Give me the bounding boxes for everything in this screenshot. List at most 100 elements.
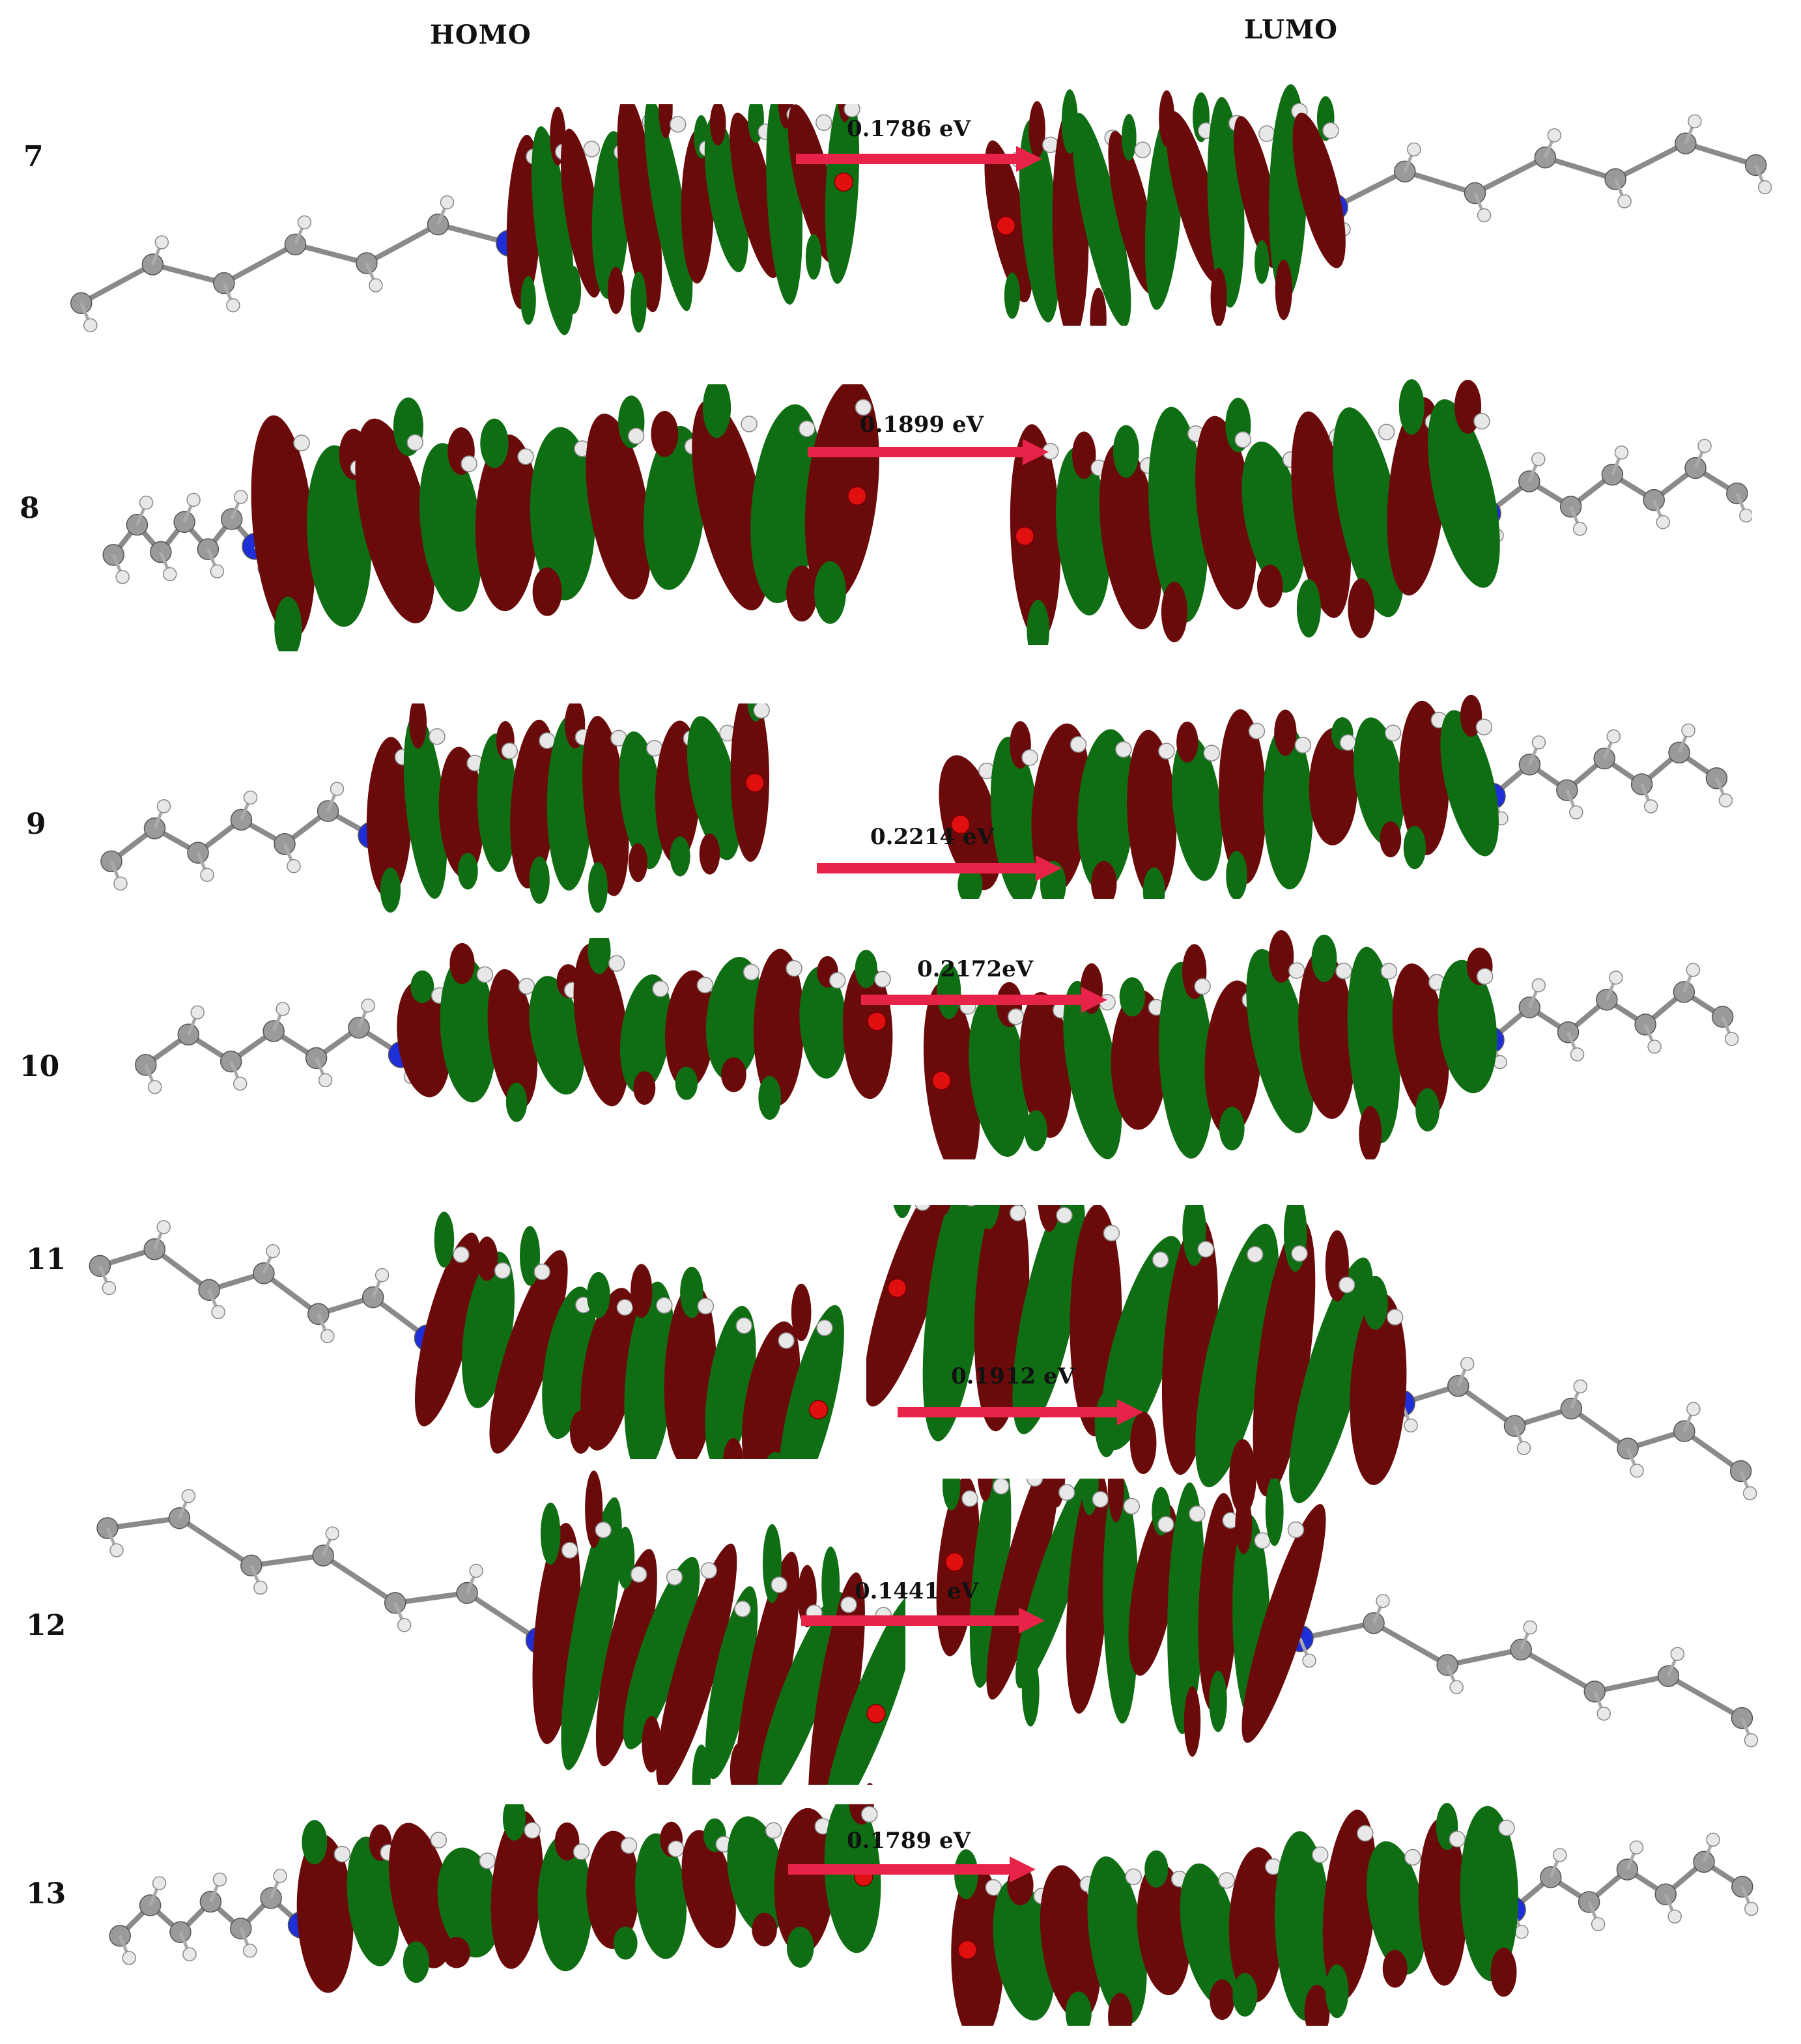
orbital-lobe-satellite xyxy=(937,963,961,1019)
orbital-lobe-negative xyxy=(489,1250,568,1454)
orbital-lobe-positive xyxy=(1015,1479,1096,1689)
energy-gap-label: 0.1786 eV xyxy=(847,116,971,142)
hydrogen-atom xyxy=(1386,1309,1404,1326)
orbital-lobe-satellite xyxy=(1144,1850,1169,1888)
bond xyxy=(465,1591,541,1643)
compound-label: 7 xyxy=(23,140,44,173)
orbital-lobe-positive xyxy=(1367,1841,1426,1975)
orbital-lobe-positive xyxy=(1440,710,1499,857)
hydrogen-atom xyxy=(1688,114,1702,128)
hydrogen-atom xyxy=(1591,1917,1606,1931)
lumo-orbital-12 xyxy=(936,1479,1759,1757)
hydrogen-atom xyxy=(765,1822,782,1839)
hydrogen-atom xyxy=(369,278,383,292)
orbital-lobe-negative xyxy=(951,1865,1004,2026)
hydrogen-atom xyxy=(1123,1498,1140,1515)
hydrogen-atom xyxy=(266,1244,280,1258)
orbital-lobe-negative xyxy=(808,1572,865,1785)
orbital-lobe-satellite xyxy=(721,1057,746,1092)
hydrogen-atom xyxy=(1706,1832,1720,1847)
orbital-lobe-negative xyxy=(1198,1493,1240,1712)
transition-arrow xyxy=(796,146,1042,172)
hydrogen-atom xyxy=(874,971,891,988)
orbital-lobe-satellite xyxy=(410,970,434,1003)
orbital-lobe-negative xyxy=(438,746,485,878)
orbital-lobe-satellite xyxy=(520,276,536,325)
hydrogen-atom xyxy=(102,1281,117,1296)
hydrogen-atom xyxy=(741,416,758,433)
homo-orbital-13 xyxy=(109,1804,881,1993)
lumo-orbital-8 xyxy=(1010,379,1752,645)
orbital-lobe-satellite xyxy=(1398,379,1425,435)
orbital-lobe-positive xyxy=(1246,949,1314,1133)
orbital-lobe-satellite xyxy=(791,1283,812,1342)
hydrogen-atom xyxy=(627,427,645,445)
orbital-lobe-negative xyxy=(1019,991,1072,1138)
hydrogen-atom xyxy=(1569,805,1583,819)
bond xyxy=(79,262,154,305)
carbon-atom xyxy=(109,1925,131,1947)
lumo-orbital-10 xyxy=(923,930,1739,1159)
hydrogen-atom xyxy=(287,859,301,873)
bond xyxy=(222,242,297,286)
hydrogen-atom xyxy=(1203,745,1220,761)
orbital-lobe-negative xyxy=(1309,728,1358,845)
orbital-lobe-positive xyxy=(307,445,372,627)
orbital-lobe-positive xyxy=(705,957,763,1081)
hydrogen-atom xyxy=(430,1832,447,1849)
orbital-lobe-satellite xyxy=(1382,1950,1408,1988)
hydrogen-atom xyxy=(361,999,375,1013)
orbital-lobe-negative xyxy=(1031,723,1091,893)
hydrogen-atom xyxy=(440,195,455,210)
hydrogen-atom xyxy=(595,1522,612,1539)
hydrogen-atom xyxy=(1449,1830,1466,1848)
orbital-lobe-satellite xyxy=(607,266,625,315)
hydrogen-atom xyxy=(156,799,171,814)
orbital-lobe-satellite xyxy=(1121,114,1137,161)
hydrogen-atom xyxy=(1288,962,1305,979)
orbital-lobe-negative xyxy=(1298,950,1356,1119)
orbital-lobe-negative xyxy=(586,1830,640,1950)
hydrogen-atom xyxy=(583,141,601,158)
orbital-lobe-positive xyxy=(1289,1257,1374,1503)
hydrogen-atom xyxy=(1339,1276,1355,1294)
hydrogen-atom xyxy=(1718,793,1733,808)
orbital-lobe-positive xyxy=(644,426,705,590)
hydrogen-atom xyxy=(1614,446,1629,460)
orbital-lobe-negative xyxy=(1040,1865,1101,2021)
orbital-lobe-satellite xyxy=(1107,1479,1124,1523)
homo-orbital-8 xyxy=(102,384,879,651)
orbital-lobe-satellite xyxy=(434,1212,455,1268)
oxygen-atom xyxy=(745,773,765,793)
hydrogen-atom xyxy=(608,955,625,972)
orbital-lobe-positive xyxy=(1428,399,1500,588)
hydrogen-atom xyxy=(1294,737,1312,754)
orbital-lobe-satellite xyxy=(480,418,509,468)
hydrogen-atom xyxy=(1311,1846,1329,1864)
orbital-lobe-negative xyxy=(774,1808,836,1955)
bond xyxy=(1594,1673,1669,1694)
hydrogen-atom xyxy=(771,1576,787,1593)
transition-arrow xyxy=(817,855,1062,881)
orbital-lobe-satellite xyxy=(699,833,720,875)
orbital-lobe-negative xyxy=(1099,442,1162,630)
homo-orbital-7 xyxy=(70,104,860,335)
hydrogen-atom xyxy=(1302,1653,1316,1668)
oxygen-atom xyxy=(950,814,971,834)
hydrogen-atom xyxy=(1258,125,1275,142)
hydrogen-atom xyxy=(115,570,130,584)
homo-orbital-12 xyxy=(96,1470,905,1785)
orbital-lobe-positive xyxy=(403,713,447,899)
orbital-lobe-negative xyxy=(355,418,435,623)
carbon-atom xyxy=(199,1890,222,1913)
hydrogen-atom xyxy=(993,1479,1010,1495)
hydrogen-atom xyxy=(668,1840,685,1858)
orbital-lobe-satellite xyxy=(1004,272,1021,319)
energy-gap-label: 0.2214 eV xyxy=(870,824,994,850)
hydrogen-atom xyxy=(786,959,802,977)
hydrogen-atom xyxy=(561,1542,578,1559)
hydrogen-atom xyxy=(652,980,669,997)
orbital-lobe-negative xyxy=(656,1543,737,1785)
orbital-lobe-satellite xyxy=(1235,1496,1253,1554)
orbital-lobe-positive xyxy=(1195,1223,1279,1488)
